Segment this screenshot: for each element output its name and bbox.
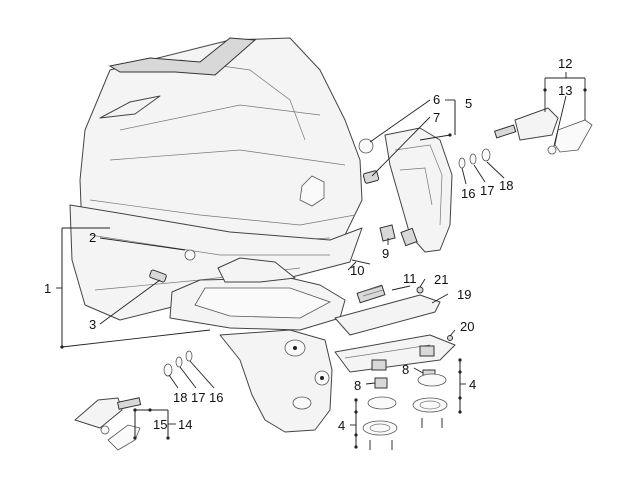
callout-labels: 1 2 3 4 4 5 6 7 8 8 9 10 11 12 13 14 15 … <box>44 56 572 433</box>
left-turn-signal <box>74 397 142 451</box>
callout-15: 15 <box>153 417 167 432</box>
callout-16-right: 16 <box>461 186 475 201</box>
clip-nut <box>379 224 396 242</box>
tail-light-socket <box>362 170 380 184</box>
callout-3: 3 <box>89 317 96 332</box>
callout-8-left: 8 <box>354 378 361 393</box>
mounting-kit-left <box>362 377 398 450</box>
rear-reflector <box>334 286 441 336</box>
callout-17-right: 17 <box>480 183 494 198</box>
callout-10: 10 <box>350 263 364 278</box>
left-signal-washers <box>163 350 193 377</box>
callout-18-left: 18 <box>173 390 187 405</box>
callout-20: 20 <box>460 319 474 334</box>
right-tail-light <box>384 127 453 253</box>
left-tail-light <box>149 249 346 331</box>
callout-2: 2 <box>89 230 96 245</box>
rear-mudguard <box>219 329 333 433</box>
mounting-kit-right <box>412 369 448 428</box>
callout-8-right: 8 <box>402 362 409 377</box>
hexagon-badge <box>299 175 325 207</box>
callout-18-right: 18 <box>499 178 513 193</box>
top-spoiler <box>99 37 257 119</box>
callout-4-left: 4 <box>338 418 345 433</box>
callout-13: 13 <box>558 83 572 98</box>
callout-11: 11 <box>403 271 417 286</box>
callout-19: 19 <box>457 287 471 302</box>
callout-17-left: 17 <box>191 390 205 405</box>
callout-14: 14 <box>178 417 192 432</box>
tail-light-bulb <box>358 138 374 154</box>
license-plate-holder <box>334 334 456 373</box>
callout-12: 12 <box>558 56 572 71</box>
right-turn-signal <box>493 107 593 155</box>
leader-lines <box>56 72 587 449</box>
callout-21: 21 <box>434 272 448 287</box>
callout-1: 1 <box>44 281 51 296</box>
callout-9: 9 <box>382 246 389 261</box>
right-signal-washers <box>458 148 491 169</box>
callout-7: 7 <box>433 110 440 125</box>
callout-4-right: 4 <box>469 377 476 392</box>
callout-5: 5 <box>465 96 472 111</box>
screw-10 <box>351 259 371 265</box>
license-plate-light <box>356 284 386 304</box>
callout-6: 6 <box>433 92 440 107</box>
callout-16-left: 16 <box>209 390 223 405</box>
